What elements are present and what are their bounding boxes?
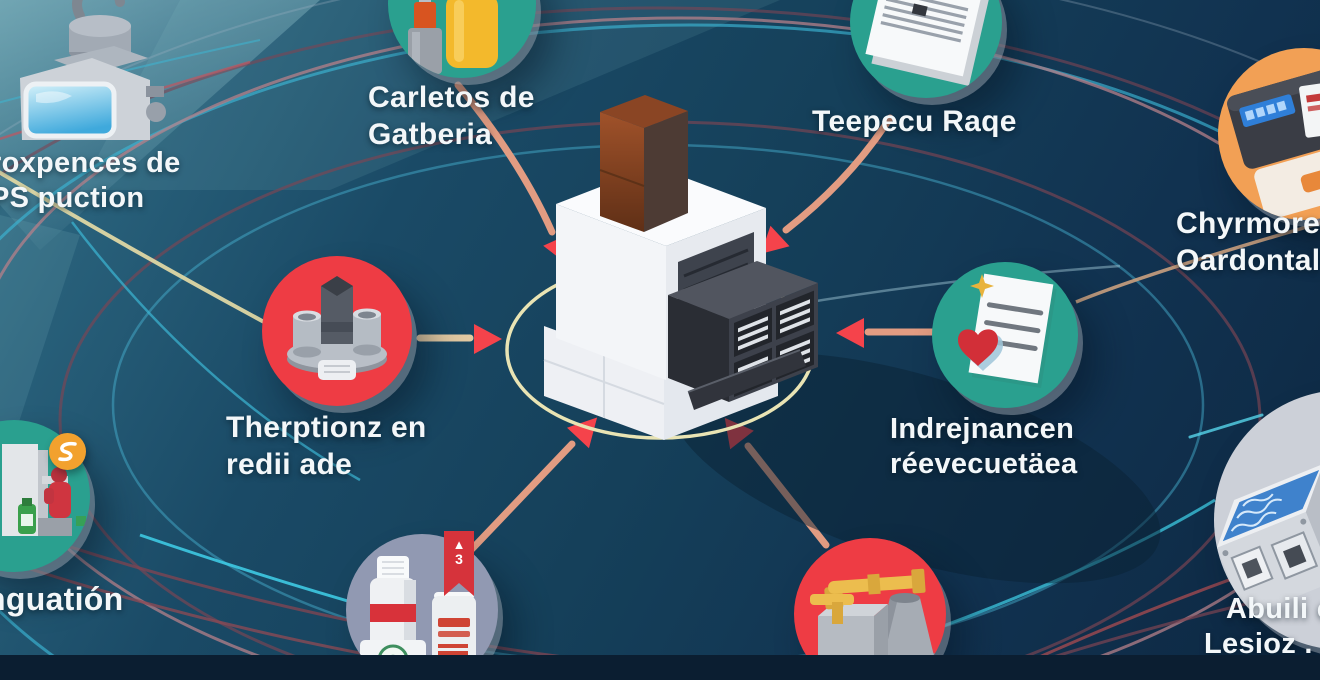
vented-panel-icon [865,0,1002,86]
dispenser-figure-icon [2,444,86,536]
label-reader: Chyrmore Oardontal [1176,207,1320,277]
reader-node-circle [1218,48,1320,220]
module-node-circle [1214,390,1320,650]
label-module: Abuili є Lesioz . [1204,593,1320,661]
supplies-node-circle [388,0,536,78]
machine-shadow [669,352,1161,584]
card-reader-icon [1227,67,1320,220]
document-node-circle [932,262,1078,408]
panel-node-circle [850,0,1002,98]
ribbon-number: 3 [455,551,463,567]
spray-bottle-canister-icon [408,0,498,74]
label-mixer: roxpences de PS puction [0,147,181,215]
label-supplies: Carletos de Gatberia [368,81,535,151]
bottom-letterbox-band [0,655,1320,680]
label-station: nguatión [0,581,124,617]
dispensing-machine-icon [543,95,818,440]
station-node-circle [0,420,90,572]
label-panel: Teepecu Raqe [812,105,1017,138]
arrow-from-document [836,318,938,348]
swoosh-badge-icon [49,433,86,470]
containers-node-circle [262,256,412,406]
medicine-bottles-icon [360,556,476,680]
label-document: Indrejnancen réevecuetäea [890,413,1078,481]
arrow-from-panel [760,114,894,254]
mixer-device-icon [0,0,166,140]
warning-triangle-icon: ▲ [452,537,466,552]
document-heart-star-icon [958,273,1057,388]
label-containers: Therptionz en redii ade [226,411,427,481]
arrow-from-bottles [468,417,598,553]
arrow-from-containers [416,324,502,354]
container-machine-icon [287,276,387,380]
electronic-module-icon [1216,464,1320,618]
